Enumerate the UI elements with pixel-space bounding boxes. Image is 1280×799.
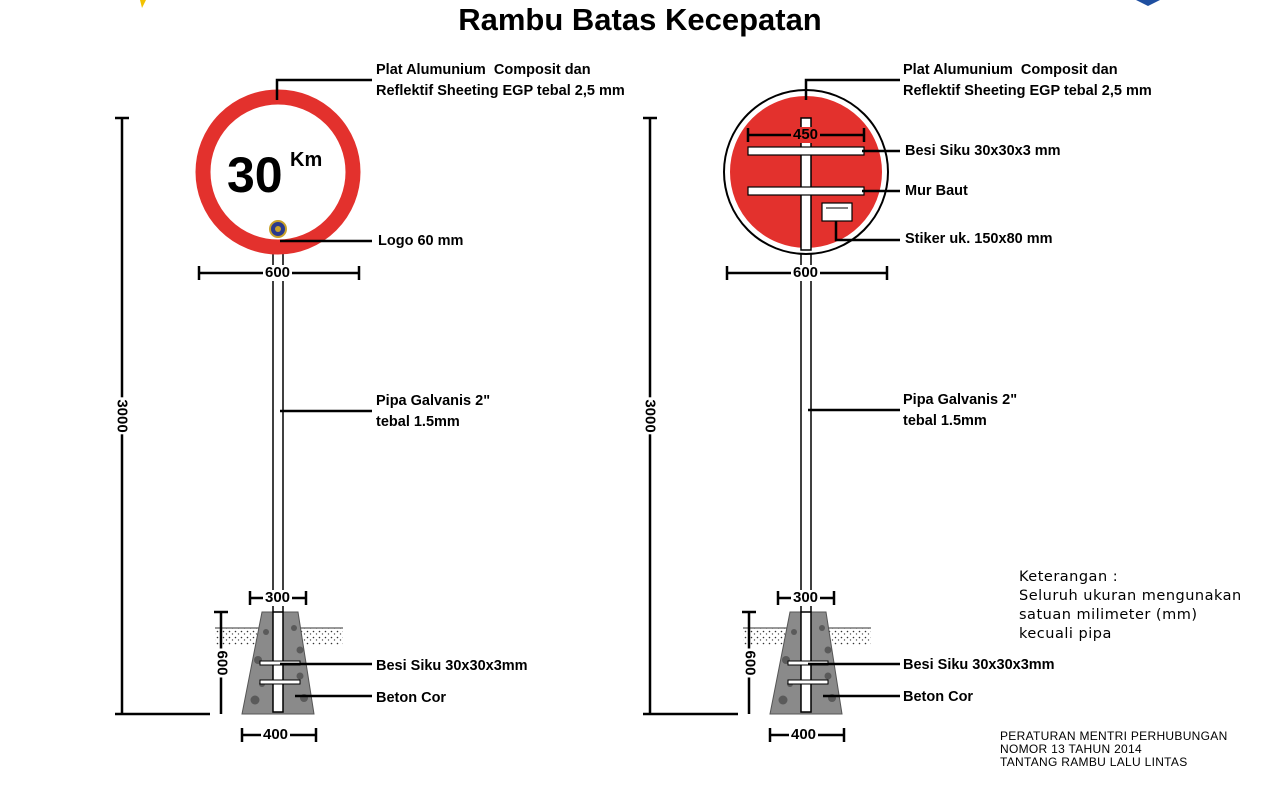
right-label-pipe: Pipa Galvanis 2" tebal 1.5mm [903,392,1018,429]
note-heading: Keterangan : [1019,569,1119,585]
left-label-bracket: Besi Siku 30x30x3mm [376,658,528,674]
left-label-logo: Logo 60 mm [378,233,464,249]
right-dim-sign-width: 600 [791,264,821,281]
left-sign-unit: Km [290,149,323,171]
left-label-concrete: Beton Cor [376,690,447,706]
page-title: Rambu Batas Kecepatan [458,2,822,37]
right-angle-bar-bottom [747,186,865,196]
right-angle-bar-top [747,146,865,156]
left-dim-footing-depth: 600 [213,648,231,678]
right-dim-footing-top: 300 [791,589,821,606]
note-line: satuan milimeter (mm) [1019,607,1198,623]
regulation-line: TANTANG RAMBU LALU LINTAS [1000,755,1188,769]
left-dim-footing-bottom: 400 [261,726,291,743]
right-dim-height: 3000 [641,397,659,435]
left-dim-height: 3000 [113,397,131,435]
right-dim-footing-bottom: 400 [789,726,819,743]
regulation-line: NOMOR 13 TAHUN 2014 [1000,742,1142,756]
left-sign-number: 30 [227,147,283,203]
right-dim-footing-depth: 600 [741,648,759,678]
regulation-block: PERATURAN MENTRI PERHUBUNGAN NOMOR 13 TA… [1000,730,1228,769]
note-line: kecuali pipa [1019,626,1112,642]
right-sticker [821,202,853,222]
right-diagram [643,78,900,742]
right-label-angle: Besi Siku 30x30x3 mm [905,143,1061,159]
right-label-concrete: Beton Cor [903,689,974,705]
left-dim-sign-width: 600 [263,264,293,281]
left-dim-footing-top: 300 [263,589,293,606]
left-label-pipe: Pipa Galvanis 2" tebal 1.5mm [376,393,491,430]
left-diagram [115,78,372,742]
right-label-bolt: Mur Baut [905,183,968,199]
note-block: Keterangan : Seluruh ukuran mengunakan s… [1019,568,1242,644]
right-dim-bracket-width: 450 [791,126,821,143]
right-label-bracket: Besi Siku 30x30x3mm [903,657,1055,673]
left-label-plate: Plat Alumunium Composit dan Reflektif Sh… [376,62,625,99]
regulation-line: PERATURAN MENTRI PERHUBUNGAN [1000,729,1228,743]
right-label-sticker: Stiker uk. 150x80 mm [905,231,1053,247]
note-line: Seluruh ukuran mengunakan [1019,588,1242,604]
right-label-plate: Plat Alumunium Composit dan Reflektif Sh… [903,62,1152,99]
